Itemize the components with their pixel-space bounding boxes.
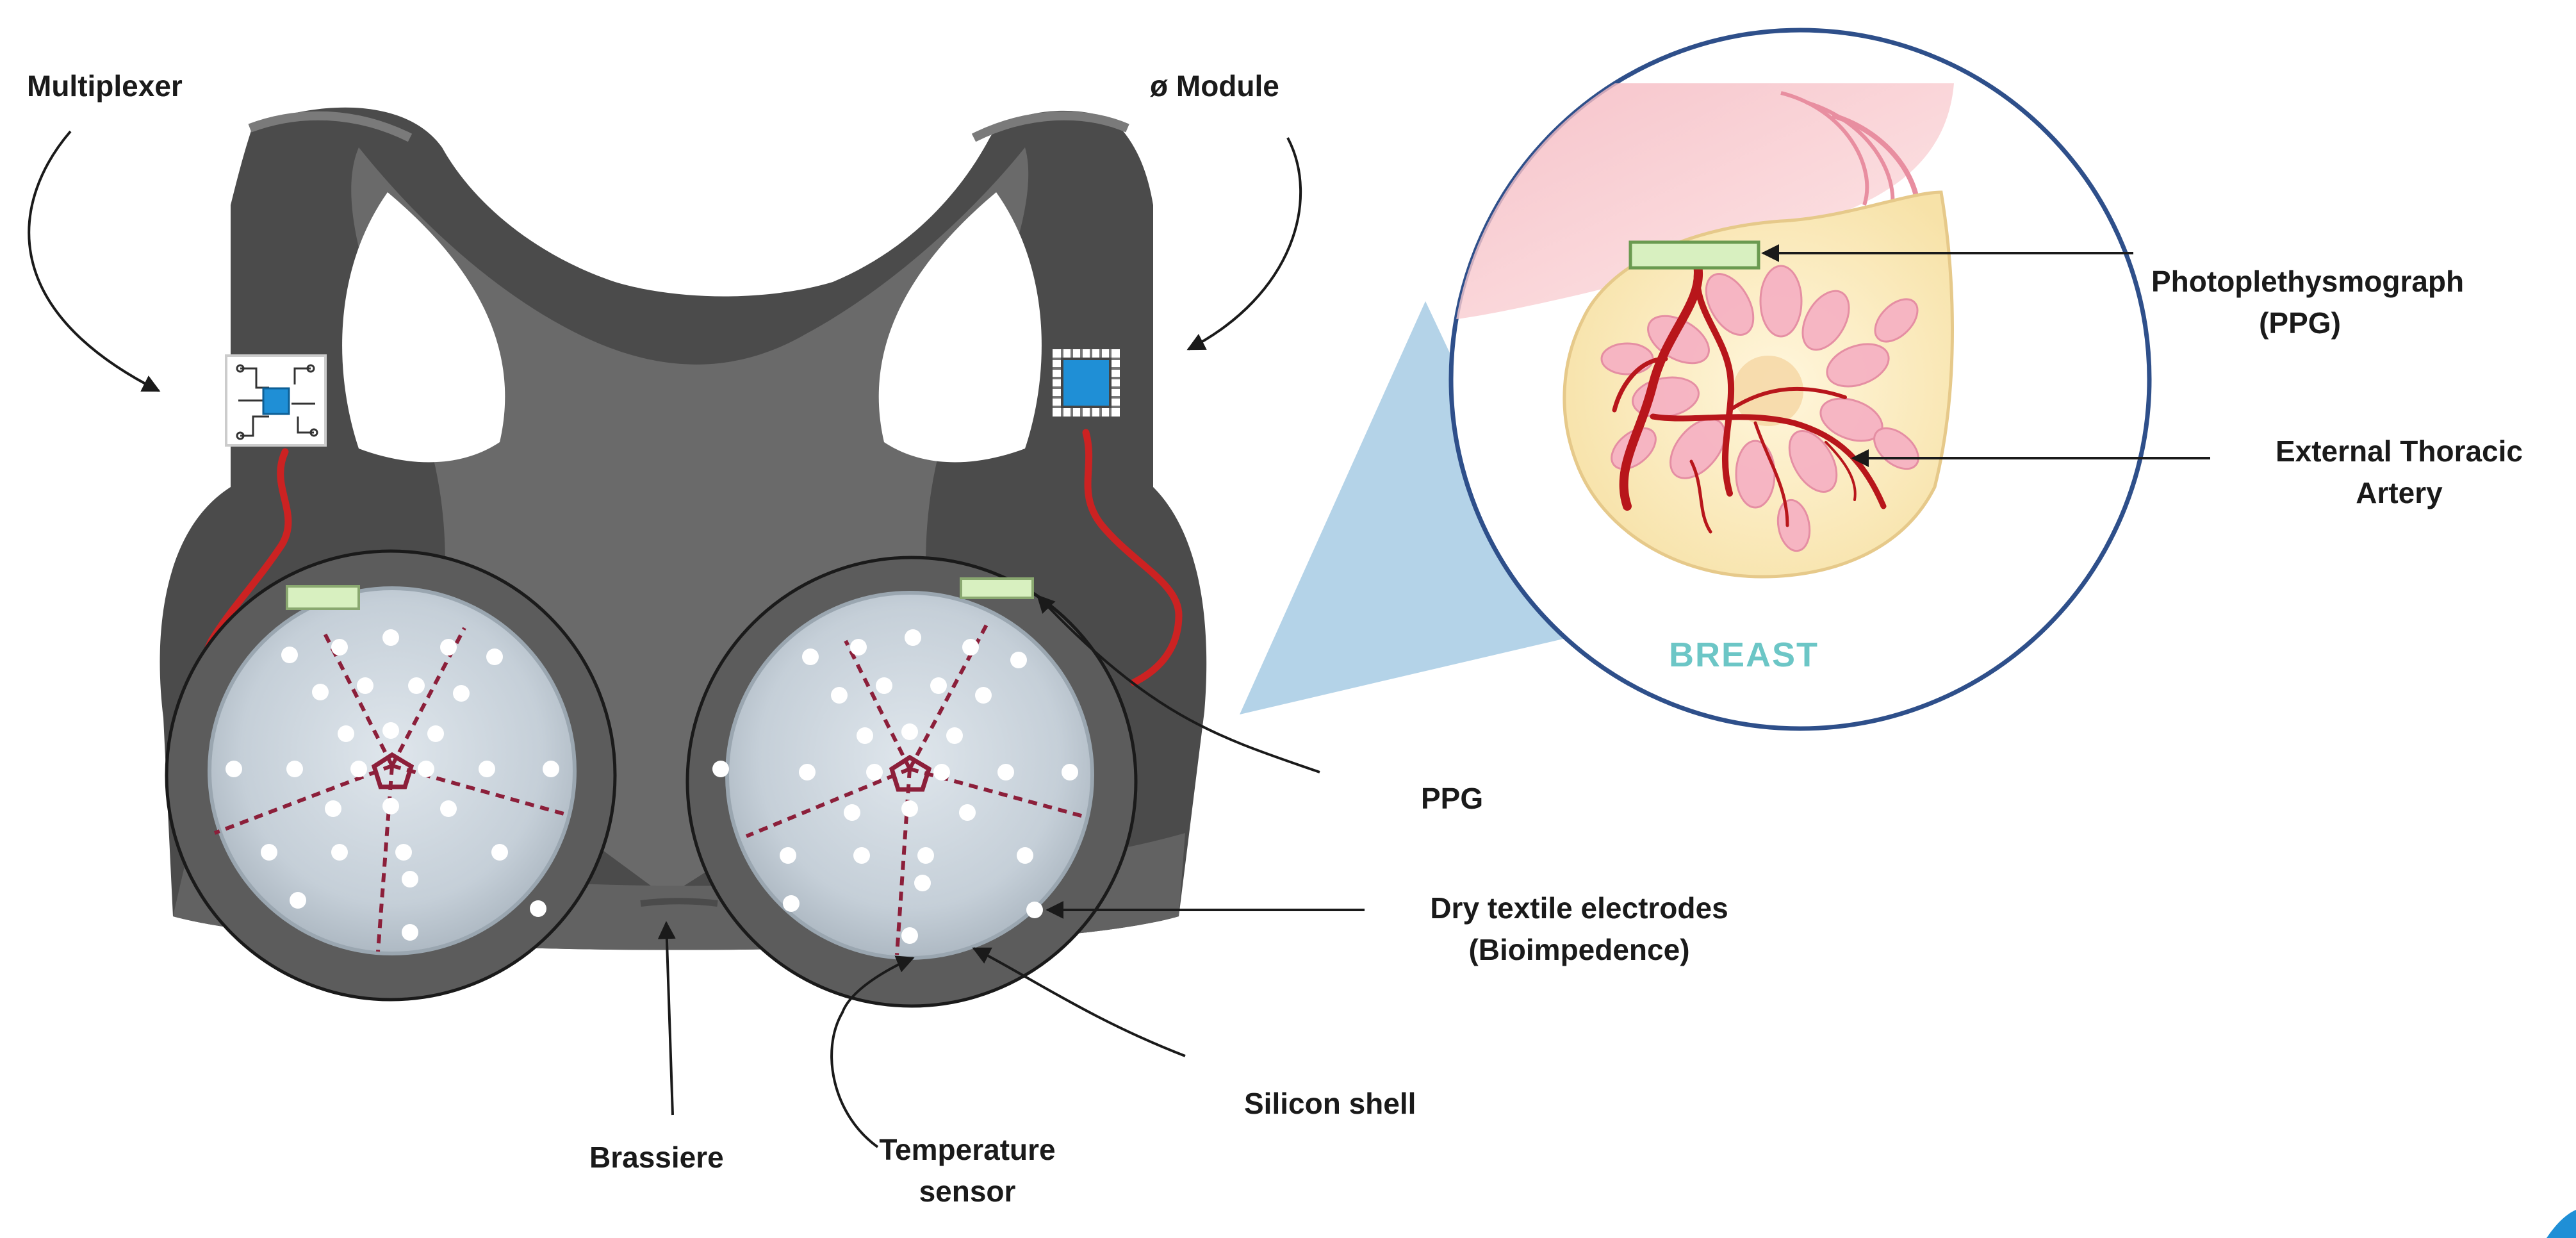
breast-magnified-view: [1448, 28, 2152, 731]
magnification-wedge: [1240, 301, 1582, 714]
label-artery: Artery: [2356, 476, 2443, 509]
label-ppg: PPG: [1421, 782, 1483, 815]
annotation-arrows: [28, 130, 2210, 1148]
label-brassiere: Brassiere: [589, 1141, 724, 1174]
label-temperature: Temperature: [879, 1133, 1055, 1166]
label-external-thoracic: External Thoracic: [2276, 434, 2523, 468]
corner-mark: [2547, 1210, 2576, 1238]
label-photoplethysmograph-abbrev: (PPG): [2259, 306, 2341, 340]
label-bioimpedence: (Bioimpedence): [1468, 933, 1689, 966]
circuit-board-icon: [225, 354, 327, 447]
label-silicon-shell: Silicon shell: [1244, 1087, 1416, 1120]
label-multiplexer: Multiplexer: [27, 69, 183, 103]
label-breast: BREAST: [1669, 636, 1819, 674]
label-dry-textile-electrodes: Dry textile electrodes: [1430, 891, 1728, 925]
right-cup: [685, 556, 1138, 1008]
left-cup: [165, 549, 617, 1002]
label-photoplethysmograph: Photoplethysmograph: [2151, 265, 2464, 298]
microchip-icon: [1053, 349, 1120, 417]
label-sensor: sensor: [919, 1175, 1016, 1208]
left-electrodes: [226, 629, 559, 941]
label-module: ø Module: [1150, 69, 1279, 103]
right-electrodes: [712, 629, 1078, 944]
right-wire: [1082, 429, 1183, 686]
